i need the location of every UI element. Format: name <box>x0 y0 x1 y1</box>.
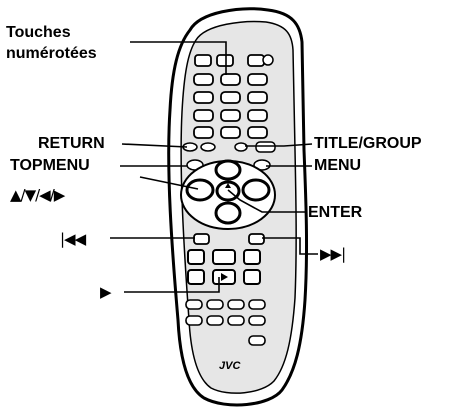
lower-buttons <box>185 299 266 346</box>
numbered-keys-label-1: Touches <box>6 24 71 41</box>
play-icon: ▶ <box>100 283 112 301</box>
slow-button <box>187 269 205 285</box>
brand-logo: JVC <box>219 360 241 372</box>
next-button <box>248 233 265 245</box>
numbered-keys <box>193 73 268 139</box>
title-group-label: TITLE/GROUP <box>314 135 422 152</box>
return-label: RETURN <box>38 135 105 152</box>
topmenu-label: TOPMENU <box>10 157 90 174</box>
top-button-1 <box>194 54 212 67</box>
return-side-button <box>200 142 216 152</box>
pause-button <box>212 249 236 265</box>
title-group-button <box>234 142 248 152</box>
numbered-keys-label-2: numérotées <box>6 45 97 62</box>
menu-button <box>253 159 271 171</box>
arrow-keys-icon <box>180 159 276 230</box>
previous-icon: |◀◀ <box>60 230 86 248</box>
power-button <box>262 54 274 66</box>
title-side-button <box>255 141 276 153</box>
top-button-3 <box>247 54 265 67</box>
stop-button <box>187 249 205 265</box>
previous-button <box>193 233 210 245</box>
next-icon: ▶▶| <box>320 245 346 263</box>
arrow-keys-label: ▲/▼/◀/▶ <box>10 186 65 204</box>
top-button-2 <box>216 54 234 67</box>
menu-label: MENU <box>314 157 362 174</box>
enter-label: ENTER <box>308 204 363 221</box>
rew-button <box>243 269 261 285</box>
fast-button <box>243 249 261 265</box>
